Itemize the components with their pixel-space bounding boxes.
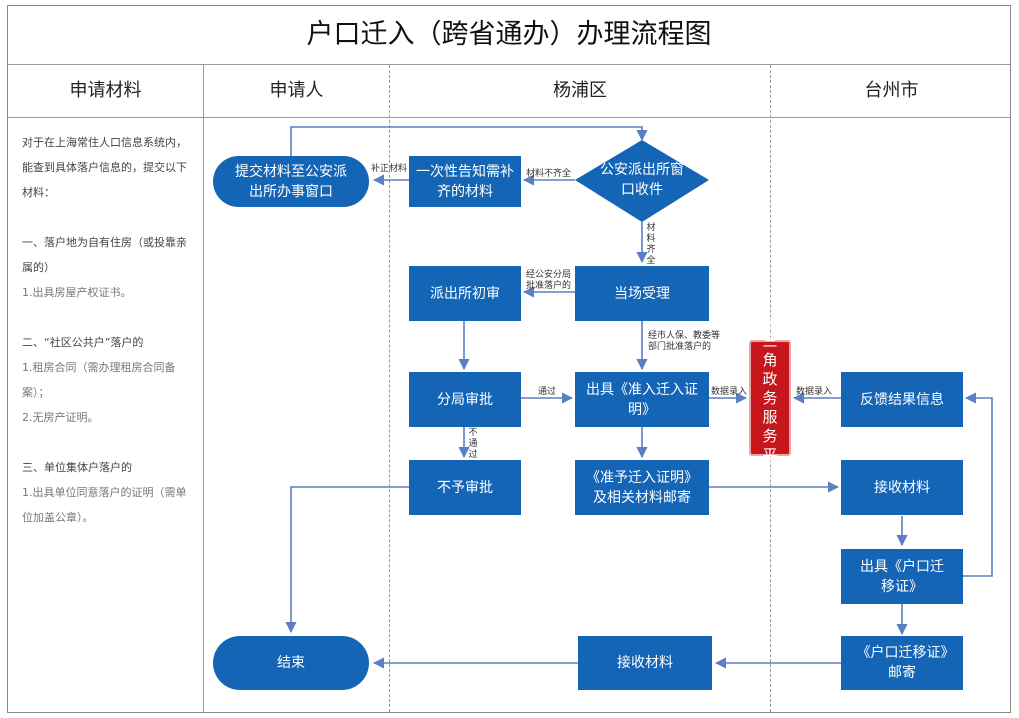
column-header-materials: 申请材料 [69,80,142,101]
column-header-taizhou: 台州市 [864,80,919,101]
node-end: 结束 [213,636,369,690]
node-branch-approve: 分局审批 [409,372,521,427]
materials-section-title: 一、落户地为自有住房（或投靠亲属的） [22,236,187,274]
materials-panel: 对于在上海常住人口信息系统内，能查到具体落户信息的，提交以下材料： 一、落户地为… [22,130,197,530]
column-divider-1 [203,65,204,712]
materials-item: 2.无房产证明。 [22,411,99,424]
label-branch-approve-settle: 经公安分局批准落户的 [526,270,572,291]
label-data-entry-right: 数据录入 [796,387,833,397]
arrow-issue-to-feedback [963,392,993,577]
label-not-pass: 不通过 [468,428,478,460]
label-incomplete: 材料不齐全 [526,169,572,179]
arrow-submit-to-receive [290,126,648,156]
label-data-entry-left: 数据录入 [711,387,748,397]
node-station-review: 派出所初审 [409,266,521,321]
node-tz-receive: 接收材料 [841,460,963,515]
node-platform: 长三角政务服务平台 [749,313,791,483]
node-receive-label: 公安派出所窗口收件 [600,162,684,198]
node-yp-receive: 接收材料 [578,636,712,690]
materials-section-title: 三、单位集体户落户的 [22,461,132,474]
decision-diamond [575,140,709,222]
materials-section-title: 二、“社区公共户”落户的 [22,336,144,349]
node-tz-mail: 《户口迁移证》邮寄 [841,636,963,690]
materials-item: 1.出具房屋产权证书。 [22,286,132,299]
label-complete: 材料齐全 [646,223,656,266]
node-tz-issue: 出具《户口迁移证》 [841,549,963,604]
arrow-reject-to-end [285,486,409,634]
flowchart-frame: 户口迁入（跨省通办）办理流程图 申请材料 申请人 杨浦区 台州市 对于在上海常住… [7,5,1011,713]
header-divider [8,117,1010,118]
page-title: 户口迁入（跨省通办）办理流程图 [8,6,1010,65]
node-mail-cert: 《准予迁入证明》及相关材料邮寄 [575,460,709,515]
materials-item: 1.出具单位同意落户的证明（需单位加盖公章）。 [22,486,187,524]
label-city-approve: 经市人保、教委等部门批准落户的 [648,331,721,352]
label-supplement: 补正材料 [371,164,408,174]
column-divider-2 [389,65,390,712]
node-notify: 一次性告知需补齐的材料 [409,156,521,207]
node-issue-cert: 出具《准入迁入证明》 [575,372,709,427]
node-reject: 不予审批 [409,460,521,515]
node-feedback: 反馈结果信息 [841,372,963,427]
materials-item: 1.租房合同（需办理租房合同备案）； [22,361,176,399]
node-accept: 当场受理 [575,266,709,321]
node-submit: 提交材料至公安派出所办事窗口 [213,156,369,207]
label-pass: 通过 [538,387,557,397]
column-header-applicant: 申请人 [269,80,324,101]
column-header-yangpu: 杨浦区 [553,80,607,101]
materials-intro: 对于在上海常住人口信息系统内，能查到具体落户信息的，提交以下材料： [22,136,187,199]
